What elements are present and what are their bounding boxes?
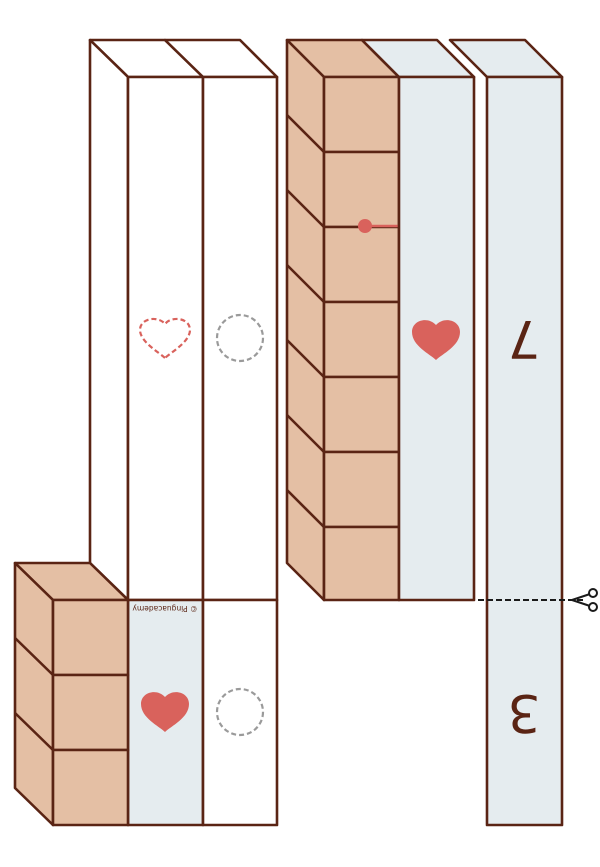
cut-line — [478, 588, 598, 612]
heart-outline-icon — [138, 317, 192, 360]
circle-outline-icon — [215, 313, 265, 363]
number-strip: 7 3 — [448, 38, 564, 827]
heart-icon — [412, 320, 460, 360]
seven-cube-column — [285, 38, 476, 602]
scissors-icon — [571, 588, 598, 612]
copyright-text: © Pinguacademy — [132, 604, 198, 613]
circle-outline-icon — [215, 687, 265, 737]
strip-bottom-white — [201, 598, 279, 827]
pin-dot — [358, 219, 372, 233]
digit-three: 3 — [507, 682, 540, 742]
heart-icon — [141, 692, 189, 732]
three-cube-stack — [13, 561, 130, 827]
digit-seven: 7 — [507, 308, 540, 368]
white-strip-group: © Pinguacademy — [88, 38, 279, 827]
